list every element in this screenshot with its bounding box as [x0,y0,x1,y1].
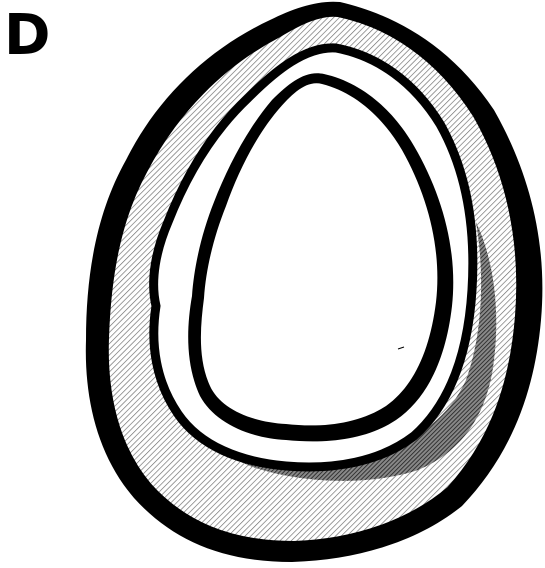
panel-label: D [4,8,50,64]
